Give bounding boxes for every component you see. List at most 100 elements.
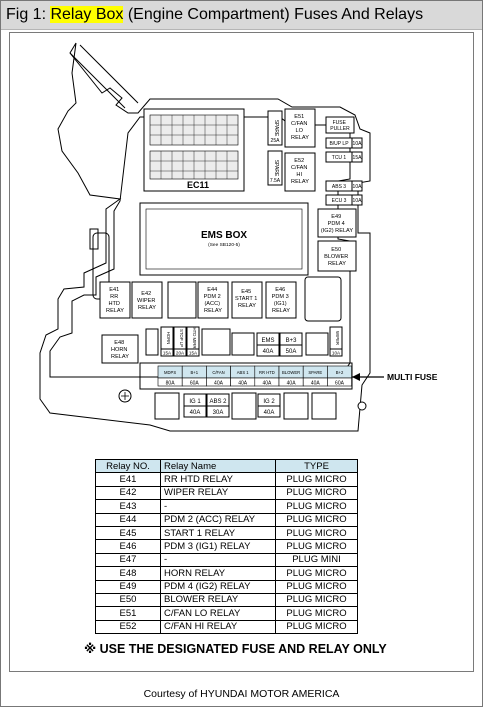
svg-text:15A: 15A <box>353 155 363 161</box>
svg-text:B/UP LP: B/UP LP <box>329 141 349 147</box>
svg-text:ABS 3: ABS 3 <box>332 184 346 190</box>
relay-no-cell: E50 <box>95 592 161 608</box>
svg-text:E42 WIPER RELAY: E42 WIPER RELAY <box>137 291 157 311</box>
svg-text:15A: 15A <box>189 351 198 356</box>
multi-fuse-amp: 40A <box>262 380 272 386</box>
caption-bar: Fig 1: Relay Box (Engine Compartment) Fu… <box>1 1 482 30</box>
fuse-ig1: IG 1 40A <box>183 393 207 418</box>
relay-type-cell: PLUG MICRO <box>275 525 358 541</box>
multi-fuse-amp: 40A <box>287 380 297 386</box>
svg-text:FUSE PULLER: FUSE PULLER <box>330 120 350 132</box>
svg-text:E45 START 1 RELAY: E45 START 1 RELAY <box>235 289 259 309</box>
svg-text:E52 C/FAN HI: E52 C/FAN HI RELAY <box>291 158 309 185</box>
fuse-b3: B+3 50A <box>279 332 303 357</box>
svg-text:TCU 1: TCU 1 <box>332 155 347 161</box>
svg-text:SPARE: SPARE <box>273 160 279 177</box>
relay-type-cell: PLUG MICRO <box>275 472 358 487</box>
svg-text:MULTI FUSE: MULTI FUSE <box>387 372 438 382</box>
relay-no-cell: E48 <box>95 566 161 581</box>
ems-box-title: EMS BOX <box>201 230 247 241</box>
relay-name-cell: PDM 4 (IG2) RELAY <box>160 579 276 594</box>
multi-fuse-amp: 40A <box>311 380 321 386</box>
relay-type-cell: PLUG MINI <box>275 552 358 568</box>
relay-name-cell: START 1 RELAY <box>160 525 276 541</box>
multi-fuse-cell: B+2 60A <box>327 365 352 387</box>
fuse-horn: HORN 15A <box>160 326 174 357</box>
relay-no-cell: E45 <box>95 525 161 541</box>
svg-text:E49 PDM 4 (IG2) RE: E49 PDM 4 (IG2) RELAY <box>321 214 353 234</box>
courtesy-text: Courtesy of HYUNDAI MOTOR AMERICA <box>143 688 340 700</box>
svg-text:HORN: HORN <box>166 332 171 345</box>
relay-name-cell: RR HTD RELAY <box>160 472 276 487</box>
diagram-border <box>9 32 474 672</box>
header-relay-no: Relay NO. <box>95 458 161 474</box>
housing-outline <box>39 42 371 432</box>
svg-text:E50 BLOWER RELAY: E50 BLOWER RELAY <box>324 247 350 267</box>
relay-no-cell: E42 <box>95 485 161 501</box>
fuse-bup-lp: B/UP LP 10A <box>325 137 363 149</box>
relay-name-cell: C/FAN HI RELAY <box>160 619 276 635</box>
fuse-stop-lp: STOP LP 20A <box>173 326 187 357</box>
relay-e48: E48 HORN RELAY <box>101 334 139 364</box>
relay-e42: E42 WIPER RELAY <box>131 281 163 319</box>
relay-e43-slot <box>167 281 197 319</box>
multi-fuse-label: C/FAN <box>212 370 224 375</box>
multi-fuse-label: ABS 1 <box>237 370 250 375</box>
svg-text:E51 C/FAN LO: E51 C/FAN LO RELAY <box>291 114 309 141</box>
relay-name-cell: WIPER RELAY <box>160 485 276 501</box>
svg-text:ABS 2: ABS 2 <box>209 399 227 405</box>
ec11-label: EC11 <box>187 180 209 190</box>
fuse-puller: FUSE PULLER <box>325 116 355 134</box>
caption-rest: (Engine Compartment) Fuses And Relays <box>123 6 424 23</box>
relay-e49: E49 PDM 4 (IG2) RELAY <box>317 208 357 238</box>
svg-text:B+3: B+3 <box>286 338 298 344</box>
fuse-ems: EMS 40A <box>256 332 280 357</box>
multi-fuse-amp: 80A <box>166 380 176 386</box>
svg-text:IG 2: IG 2 <box>263 399 275 405</box>
relay-type-cell: PLUG MICRO <box>275 579 358 594</box>
spare-fuse-1: SPARE 25A <box>267 110 283 146</box>
svg-text:40A: 40A <box>263 349 274 355</box>
relay-no-cell: E41 <box>95 472 161 487</box>
multi-fuse-amp: 60A <box>335 380 345 386</box>
spare-fuse-2: SPARE 7.5A <box>267 150 283 186</box>
multi-fuse-label: B+1 <box>191 370 199 375</box>
caption-highlight: Relay Box <box>50 6 124 23</box>
svg-text:40A: 40A <box>190 410 201 416</box>
relay-no-cell: E46 <box>95 539 161 554</box>
svg-text:10A: 10A <box>353 141 363 147</box>
ems-box-note: (See SB120-5) <box>208 242 240 248</box>
multi-fuse-label: MDPS <box>164 370 176 375</box>
relay-e45: E45 START 1 RELAY <box>231 281 263 319</box>
fuse-wiper: WIPER 10A <box>329 326 343 357</box>
multi-fuse-label: B+2 <box>336 370 344 375</box>
relay-e44: E44 PDM 2 (ACC) RELAY <box>197 281 229 319</box>
svg-text:E46 PDM 3 (IG1): E46 PDM 3 (IG1) RELAY <box>272 287 291 314</box>
relay-no-cell: E44 <box>95 512 161 527</box>
relay-name-cell: HORN RELAY <box>160 566 276 581</box>
svg-text:WIPER: WIPER <box>335 331 340 345</box>
relay-table-header: Relay NO. Relay Name TYPE <box>95 458 358 474</box>
fuse-abs2: ABS 2 30A <box>206 393 230 418</box>
relay-name-cell: BLOWER RELAY <box>160 592 276 608</box>
relay-type-cell: PLUG MICRO <box>275 566 358 581</box>
header-type: TYPE <box>275 458 358 474</box>
multi-fuse-callout: MULTI FUSE <box>352 372 438 382</box>
relay-no-cell: E52 <box>95 619 161 635</box>
svg-text:20A: 20A <box>176 351 185 356</box>
fuse-ig2: IG 2 40A <box>257 393 281 418</box>
